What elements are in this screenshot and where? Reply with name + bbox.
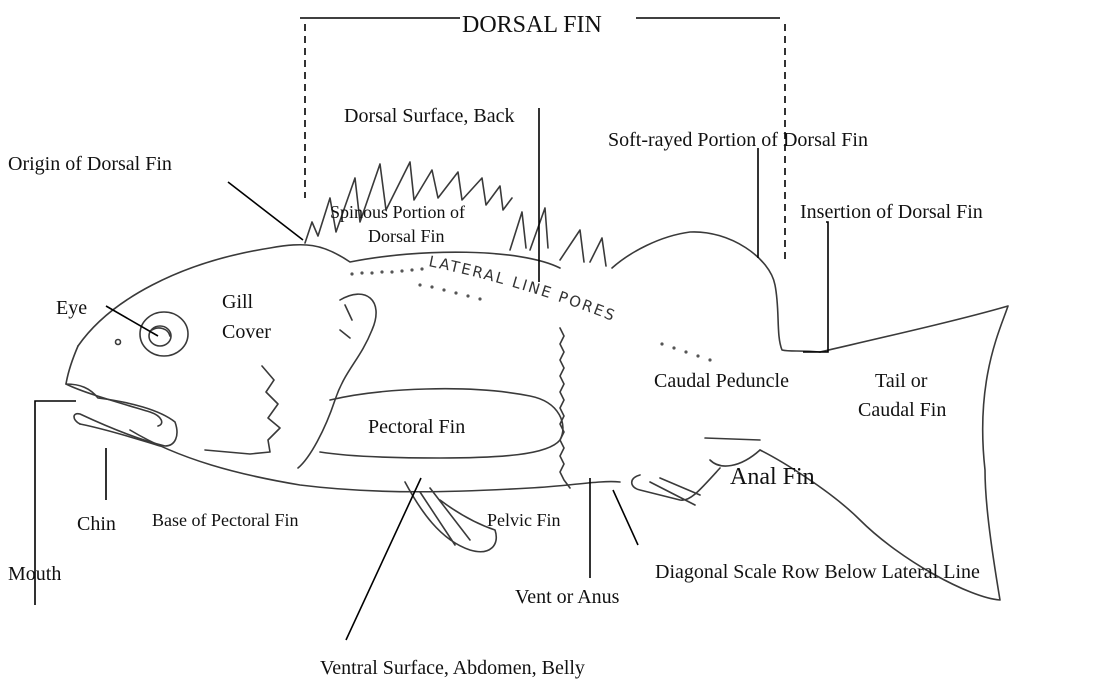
label-spinous-1: Spinous Portion of bbox=[330, 202, 465, 222]
label-eye: Eye bbox=[56, 297, 87, 319]
lateral-line-pores-label: LATERAL LINE PORES bbox=[427, 252, 619, 325]
label-dorsal-fin: DORSAL FIN bbox=[462, 12, 602, 38]
label-origin-dorsal: Origin of Dorsal Fin bbox=[8, 153, 172, 175]
label-chin: Chin bbox=[77, 513, 116, 535]
eye-leader bbox=[106, 306, 158, 336]
soft-rayed-dorsal-fin bbox=[612, 232, 820, 352]
ventral-leader bbox=[346, 478, 421, 640]
label-tail-1: Tail or bbox=[875, 370, 928, 392]
label-gill-1: Gill bbox=[222, 291, 254, 313]
label-pelvic: Pelvic Fin bbox=[487, 510, 561, 530]
diagonal-scale-row bbox=[560, 328, 570, 488]
eye-outer bbox=[140, 312, 188, 356]
label-pectoral: Pectoral Fin bbox=[368, 416, 465, 438]
tail-fin bbox=[760, 306, 1008, 600]
nostril bbox=[116, 340, 121, 345]
origin-dorsal-leader bbox=[228, 182, 303, 240]
gill-cover-outline bbox=[298, 294, 376, 468]
label-soft-rayed: Soft-rayed Portion of Dorsal Fin bbox=[608, 129, 868, 151]
fish-belly-outline bbox=[130, 430, 620, 492]
insertion-leader bbox=[803, 222, 828, 352]
label-gill-2: Cover bbox=[222, 321, 271, 343]
label-insertion: Insertion of Dorsal Fin bbox=[800, 201, 983, 223]
gill-serration bbox=[205, 366, 280, 454]
label-vent: Vent or Anus bbox=[515, 586, 620, 608]
label-mouth: Mouth bbox=[8, 563, 61, 585]
diagonal-leader bbox=[613, 490, 638, 545]
fish-drawing: LATERAL LINE PORES bbox=[66, 162, 1008, 600]
label-ventral: Ventral Surface, Abdomen, Belly bbox=[320, 657, 585, 679]
fish-head-outline bbox=[66, 346, 177, 446]
label-spinous-2: Dorsal Fin bbox=[368, 226, 445, 246]
labels: DORSAL FIN Dorsal Surface, Back Soft-ray… bbox=[8, 12, 983, 679]
label-base-pectoral: Base of Pectoral Fin bbox=[152, 510, 298, 530]
label-dorsal-surface: Dorsal Surface, Back bbox=[344, 105, 515, 127]
label-caudal-peduncle: Caudal Peduncle bbox=[654, 370, 789, 392]
label-tail-2: Caudal Fin bbox=[858, 399, 946, 421]
label-anal-fin: Anal Fin bbox=[730, 464, 815, 490]
label-diagonal: Diagonal Scale Row Below Lateral Line bbox=[655, 561, 980, 583]
